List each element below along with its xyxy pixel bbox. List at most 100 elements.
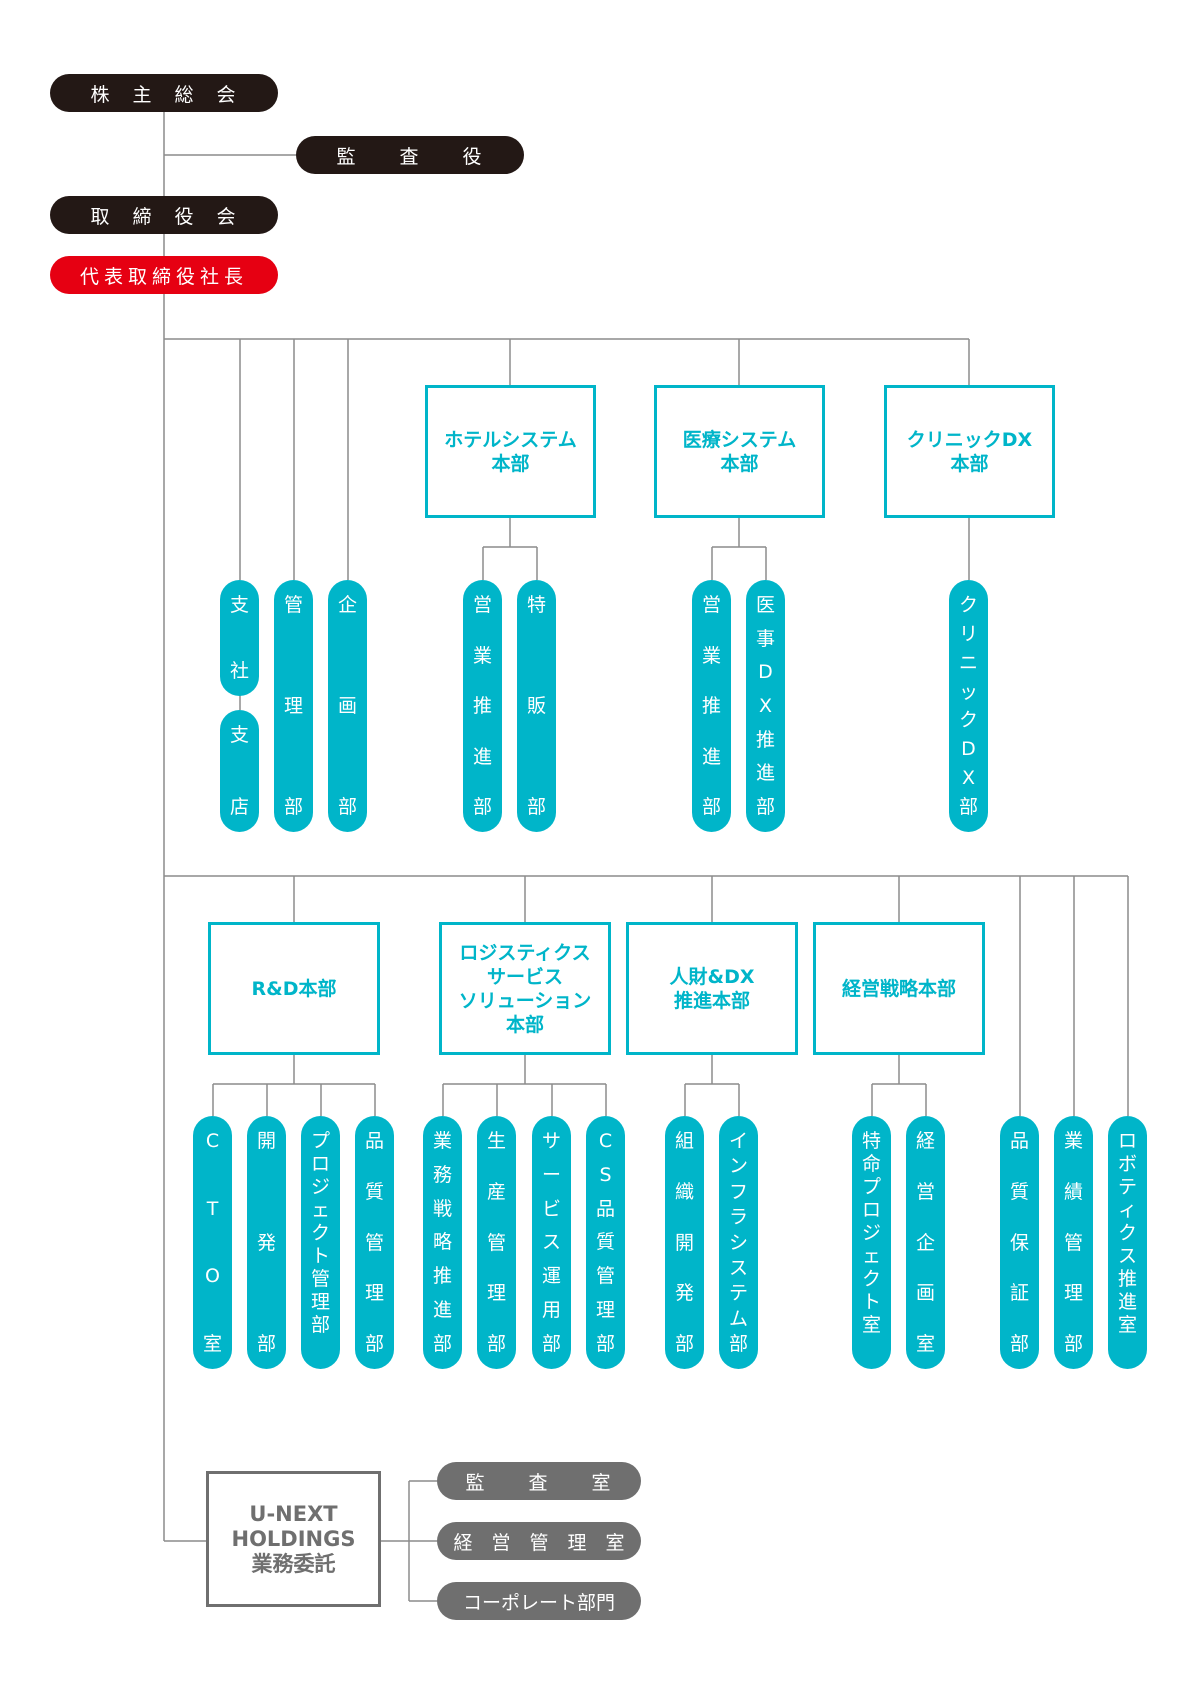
vertical-label-char: 進: [701, 745, 721, 768]
vertical-label-char: テ: [1117, 1176, 1137, 1198]
vertical-label-char: 室: [1117, 1314, 1137, 1336]
vertical-label-char: 経: [915, 1130, 935, 1152]
audit-room-label: 監 査 室: [465, 1471, 613, 1494]
rd-hq: R&D本部: [208, 922, 380, 1055]
vertical-label-char: 店: [229, 796, 249, 818]
vertical-label-char: C: [598, 1130, 613, 1152]
corporate-division: コーポレート部門: [437, 1582, 641, 1620]
dept-branch-store: 支店: [220, 710, 259, 832]
vertical-label-char: 発: [674, 1282, 694, 1305]
vertical-label-char: 営: [915, 1180, 935, 1203]
vertical-label-char: 証: [1009, 1282, 1029, 1305]
vertical-label-char: 業: [472, 644, 492, 667]
vertical-label-char: 推: [472, 695, 492, 717]
dept-robotics: ロボティクス推進室: [1108, 1116, 1147, 1369]
vertical-label-char: ロ: [310, 1153, 330, 1175]
vertical-label-char: 部: [958, 795, 978, 818]
vertical-label-char: ト: [310, 1245, 330, 1267]
dept-hotel-sales: 営業推進部: [463, 580, 502, 832]
ceo: 代表取締役社長: [50, 256, 278, 294]
vertical-label-char: 進: [432, 1299, 452, 1322]
vertical-label-char: 推: [432, 1265, 452, 1288]
unext-holdings-outsourcing: U-NEXT HOLDINGS 業務委託: [206, 1471, 381, 1607]
vertical-label-char: 営: [472, 594, 492, 616]
vertical-label-char: 理: [364, 1282, 384, 1305]
vertical-label-char: 管: [283, 594, 303, 616]
vertical-label-char: 部: [337, 796, 357, 818]
vertical-label-char: 支: [229, 724, 249, 746]
vertical-label-char: プ: [310, 1130, 330, 1152]
vertical-label-char: イ: [728, 1130, 748, 1152]
vertical-label-char: 室: [202, 1332, 222, 1355]
vertical-label-char: ム: [728, 1307, 748, 1330]
dept-medical-sales: 営業推進部: [692, 580, 731, 832]
vertical-label-char: 質: [1009, 1180, 1029, 1203]
vertical-label-char: 務: [432, 1163, 452, 1186]
clinic-dx-hq: クリニックDX 本部: [884, 385, 1055, 518]
vertical-label-char: 部: [310, 1314, 330, 1336]
vertical-label-char: 推: [1117, 1268, 1137, 1290]
vertical-label-char: シ: [728, 1231, 748, 1254]
vertical-label-char: 管: [310, 1268, 330, 1290]
vertical-label-char: 質: [364, 1180, 384, 1203]
dept-business-strategy: 業務戦略推進部: [423, 1116, 462, 1369]
vertical-label-char: ェ: [861, 1245, 881, 1267]
management-admin-room-label: 経 営 管 理 室: [453, 1531, 625, 1554]
vertical-label-char: 支: [229, 594, 249, 616]
vertical-label-char: 質: [595, 1231, 615, 1254]
vertical-label-char: 品: [364, 1130, 384, 1152]
vertical-label-char: O: [205, 1265, 220, 1288]
vertical-label-char: フ: [728, 1180, 748, 1203]
dept-project-management: プロジェクト管理部: [301, 1116, 340, 1369]
vertical-label-char: 部: [432, 1332, 452, 1355]
vertical-label-char: 部: [674, 1333, 694, 1355]
medical-system-hq: 医療システム 本部: [654, 385, 825, 518]
auditor: 監 査 役: [296, 136, 524, 174]
vertical-label-char: 業: [432, 1130, 452, 1152]
vertical-label-char: 品: [1009, 1130, 1029, 1152]
vertical-label-char: X: [961, 767, 976, 790]
vertical-label-char: 運: [541, 1265, 561, 1288]
vertical-label-char: 部: [541, 1332, 561, 1355]
strategy-hq: 経営戦略本部: [813, 922, 985, 1055]
vertical-label-char: 特: [861, 1130, 881, 1152]
dept-performance-management: 業績管理部: [1054, 1116, 1093, 1369]
vertical-label-char: ニ: [958, 651, 978, 674]
vertical-label-char: 社: [229, 660, 249, 682]
vertical-label-char: 用: [541, 1299, 561, 1322]
dept-branch-office: 支社: [220, 580, 259, 696]
vertical-label-char: S: [599, 1163, 612, 1186]
vertical-label-char: ィ: [1117, 1199, 1137, 1221]
vertical-label-char: 企: [915, 1231, 935, 1254]
vertical-label-char: 企: [337, 594, 357, 616]
vertical-label-char: ク: [861, 1268, 881, 1290]
vertical-label-char: 産: [486, 1180, 506, 1203]
vertical-label-char: 発: [256, 1231, 276, 1254]
vertical-label-char: リ: [958, 622, 978, 645]
dept-quality-assurance: 品質保証部: [1000, 1116, 1039, 1369]
vertical-label-char: ス: [1117, 1245, 1137, 1267]
vertical-label-char: 部: [283, 796, 303, 818]
vertical-label-char: ジ: [310, 1176, 330, 1198]
dept-quality-management: 品質管理部: [355, 1116, 394, 1369]
vertical-label-char: 部: [364, 1333, 384, 1355]
vertical-label-char: 理: [283, 695, 303, 717]
vertical-label-char: 業: [701, 644, 721, 667]
dept-development: 開発部: [247, 1116, 286, 1369]
vertical-label-char: 営: [701, 594, 721, 616]
dept-production-management: 生産管理部: [477, 1116, 516, 1369]
dept-management: 管理部: [274, 580, 313, 832]
dept-special-project: 特命プロジェクト室: [852, 1116, 891, 1369]
hr-dx-hq: 人財&DX 推進本部: [626, 922, 798, 1055]
vertical-label-char: 部: [728, 1333, 748, 1355]
dept-infrastructure: インフラシステム部: [719, 1116, 758, 1369]
vertical-label-char: ク: [1117, 1222, 1137, 1244]
vertical-label-char: ス: [728, 1256, 748, 1279]
vertical-label-char: 開: [674, 1231, 694, 1254]
vertical-label-char: テ: [728, 1282, 748, 1305]
vertical-label-char: ビ: [541, 1197, 561, 1220]
dept-service-operations: サービス運用部: [532, 1116, 571, 1369]
